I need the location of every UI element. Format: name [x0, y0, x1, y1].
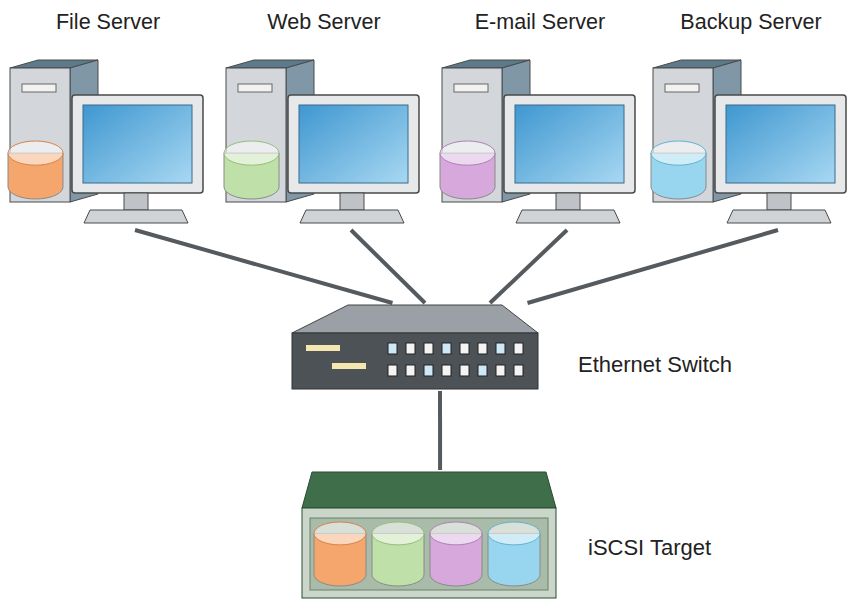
network-cable — [351, 230, 425, 303]
disk-top — [372, 522, 424, 545]
computer-illustration — [224, 38, 424, 230]
network-cable — [528, 230, 779, 303]
server-node: Backup Server — [651, 8, 851, 230]
disk-top — [440, 141, 495, 165]
switch-port — [388, 343, 397, 354]
cable-line — [438, 391, 442, 470]
server-label: Web Server — [224, 8, 424, 36]
computer-illustration — [651, 38, 851, 230]
switch-port — [514, 365, 523, 376]
server-node: E-mail Server — [440, 8, 640, 230]
device-label: iSCSI Target — [588, 534, 711, 562]
server-label: File Server — [8, 8, 208, 36]
monitor-base — [300, 210, 404, 223]
disk-top — [314, 522, 366, 545]
switch-port — [460, 365, 469, 376]
switch-port — [406, 343, 415, 354]
switch-illustration — [290, 303, 540, 391]
network-cable — [135, 230, 393, 303]
monitor-base — [516, 210, 620, 223]
server-node: Web Server — [224, 8, 424, 230]
monitor-frame — [715, 95, 846, 193]
device-label: Ethernet Switch — [578, 351, 732, 379]
disk-top — [430, 522, 482, 545]
switch-port — [478, 343, 487, 354]
switch-port — [388, 365, 397, 376]
panel-mark — [306, 345, 340, 351]
switch-port — [406, 365, 415, 376]
target-illustration — [300, 470, 558, 600]
switch-top — [292, 305, 538, 333]
target-bay — [310, 518, 548, 590]
switch-port — [442, 365, 451, 376]
disk-top — [224, 141, 279, 165]
panel-mark — [332, 363, 366, 369]
drive-slot — [454, 84, 488, 92]
monitor-screen — [515, 105, 624, 183]
switch-front — [292, 333, 538, 389]
network-cable — [490, 230, 567, 303]
target-top — [302, 472, 556, 508]
monitor-neck — [340, 193, 364, 210]
server-label: Backup Server — [651, 8, 851, 36]
monitor-base — [727, 210, 831, 223]
switch-node: Ethernet Switch — [290, 303, 540, 391]
switch-port — [460, 343, 469, 354]
network-cable — [440, 391, 441, 470]
monitor-neck — [767, 193, 791, 210]
switch-port — [514, 343, 523, 354]
cable-line — [351, 230, 425, 303]
switch-port — [424, 343, 433, 354]
server-node: File Server — [8, 8, 208, 230]
monitor-base — [84, 210, 188, 223]
switch-port — [496, 343, 505, 354]
monitor-screen — [726, 105, 835, 183]
monitor-neck — [556, 193, 580, 210]
disk-top — [8, 141, 63, 165]
switch-port — [496, 365, 505, 376]
monitor-frame — [504, 95, 635, 193]
computer-illustration — [8, 38, 208, 230]
drive-slot — [665, 84, 699, 92]
cable-line — [490, 230, 567, 303]
disk-top — [488, 522, 540, 545]
drive-slot — [22, 84, 56, 92]
monitor-frame — [72, 95, 203, 193]
switch-port — [442, 343, 451, 354]
disk-top — [651, 141, 706, 165]
switch-port — [478, 365, 487, 376]
cable-line — [135, 230, 393, 303]
monitor-screen — [299, 105, 408, 183]
monitor-neck — [124, 193, 148, 210]
target-front — [302, 508, 556, 598]
computer-illustration — [440, 38, 640, 230]
monitor-frame — [288, 95, 419, 193]
server-label: E-mail Server — [440, 8, 640, 36]
switch-port — [424, 365, 433, 376]
drive-slot — [238, 84, 272, 92]
cable-line — [528, 230, 779, 303]
monitor-screen — [83, 105, 192, 183]
storage-node: iSCSI Target — [300, 470, 558, 600]
